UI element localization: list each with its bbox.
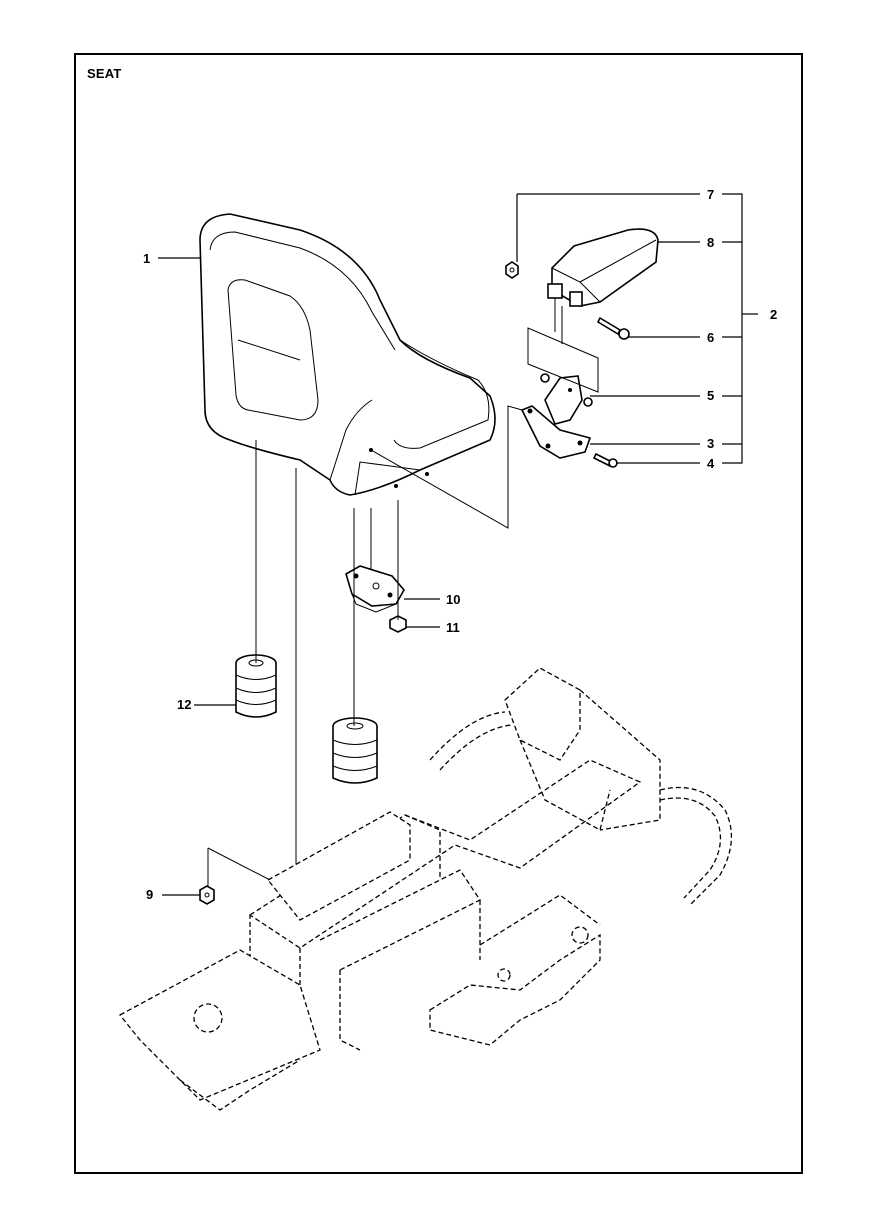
callout-3: 3 [707,436,715,451]
rubber-bumper-left [235,654,277,718]
callout-4: 4 [707,456,715,471]
callout-7: 7 [707,187,715,202]
drawing-frame [74,53,803,1174]
seat-mount-plate [345,565,405,613]
armrest-bracket [520,375,592,459]
callout-8: 8 [707,235,715,250]
callout-1: 1 [143,251,151,266]
callout-5: 5 [707,388,715,403]
chassis-frame [119,667,733,1111]
callout-6: 6 [707,330,715,345]
page-title: SEAT [87,66,122,81]
callout-12: 12 [177,697,192,712]
nut-9 [199,885,215,905]
callout-2: 2 [770,307,778,322]
armrest-pad [547,228,659,307]
callout-10: 10 [446,592,461,607]
armrest-hardware [505,261,630,468]
rubber-bumper-right [332,717,378,784]
seat [199,213,496,496]
callout-11: 11 [446,620,460,635]
callout-9: 9 [146,887,154,902]
